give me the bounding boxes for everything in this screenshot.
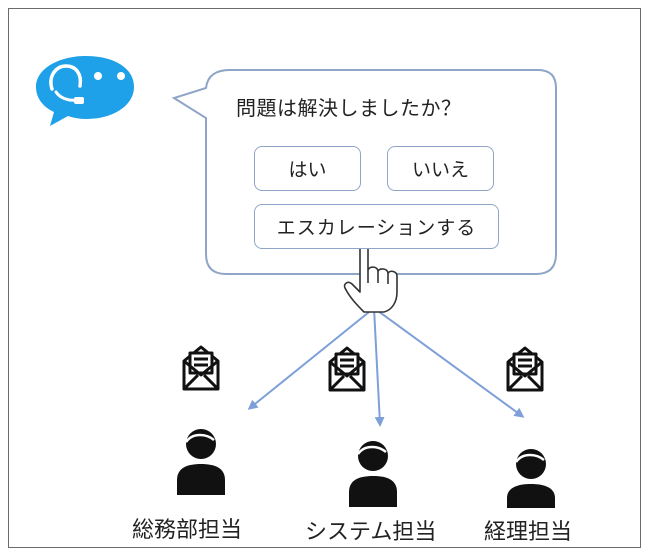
envelope-letter-icon — [328, 346, 366, 392]
arrow-to-system — [373, 307, 385, 427]
escalate-button[interactable]: エスカレーションする — [254, 204, 499, 249]
hand-pointer-icon — [343, 244, 398, 313]
no-button[interactable]: いいえ — [387, 146, 494, 191]
question-text: 問題は解決しましたか？ — [236, 96, 462, 120]
escalation-arrows — [247, 307, 525, 427]
arrow-to-accounting — [373, 307, 525, 418]
chatbot-icon — [36, 56, 134, 126]
yes-button[interactable]: はい — [254, 146, 361, 191]
envelope-letter-icon — [182, 345, 220, 391]
arrow-to-general-affairs — [247, 307, 375, 410]
envelope-letter-icon — [506, 346, 544, 392]
general-affairs-label: 総務部担当 — [132, 518, 243, 543]
accounting-staff-label: 経理担当 — [484, 520, 573, 545]
person-icon — [177, 429, 225, 495]
system-staff-label: システム担当 — [305, 520, 437, 545]
person-icon — [507, 449, 555, 508]
person-icon — [349, 441, 397, 507]
